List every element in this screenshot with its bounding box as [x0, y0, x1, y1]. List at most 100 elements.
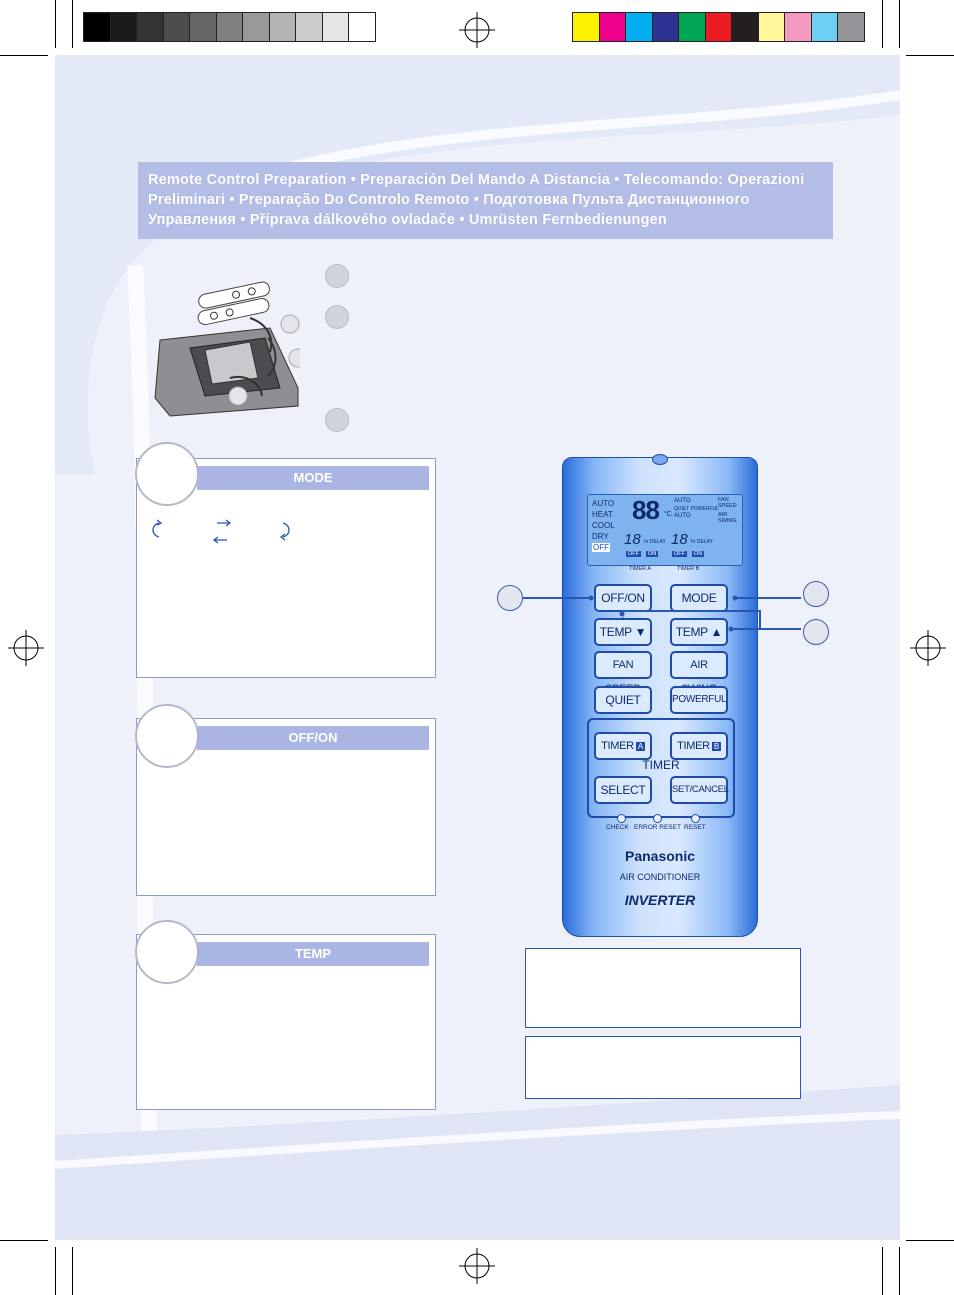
registration-mark-icon [459, 1248, 495, 1284]
section-banner: Remote Control Preparation • Preparación… [138, 162, 833, 239]
callout-off-on [497, 585, 523, 611]
fan-speed-button[interactable]: FAN SPEED [594, 651, 652, 695]
lcd-display: AUTO HEAT COOL DRY OFF 88 °C AUTO QUIET … [587, 494, 743, 566]
gray-swatch [296, 13, 323, 41]
gray-swatch [163, 13, 190, 41]
quiet-button[interactable]: QUIET [594, 686, 652, 714]
crop-mark [55, 0, 56, 48]
check-label: CHECK [606, 824, 629, 831]
mode-panel: MODE [135, 442, 436, 678]
gray-swatch [110, 13, 137, 41]
lcd-auto-bottom: AUTO [674, 513, 691, 519]
gray-swatch [322, 13, 349, 41]
lcd-off-b: OFF [672, 551, 687, 557]
crop-mark [906, 55, 954, 56]
callout-temp [803, 619, 829, 645]
timer-a-label: TIMER [601, 740, 634, 752]
off-on-label: OFF/ON [601, 591, 645, 605]
off-on-panel: OFF/ON [135, 704, 436, 896]
mode-cycle-arrows-icon [152, 519, 290, 544]
color-swatch [838, 13, 864, 41]
gray-swatch [269, 13, 296, 41]
note-box-2 [525, 1036, 801, 1099]
lcd-on-a: ON [646, 551, 659, 557]
inverter-logo: INVERTER [624, 892, 696, 908]
check-hole[interactable] [617, 814, 626, 823]
registration-mark-icon [910, 630, 946, 666]
gray-swatch [190, 13, 217, 41]
lcd-unit: °C [664, 511, 672, 518]
air-swing-button[interactable]: AIR SWING [670, 651, 728, 695]
color-calibration-bar [572, 12, 865, 42]
timer-a-badge: A [635, 742, 645, 751]
step-2-marker [325, 305, 349, 329]
color-swatch [758, 13, 785, 41]
crop-mark [55, 1247, 56, 1295]
crop-mark [899, 0, 900, 48]
crop-mark [906, 1240, 954, 1241]
registration-mark-icon [8, 630, 44, 666]
lcd-quiet-powerful: QUIET POWERFUL [674, 506, 719, 512]
reset-label: RESET [684, 824, 706, 831]
callout-mode [803, 581, 829, 607]
timer-b-badge: B [711, 742, 721, 751]
remote-subtitle: AIR CONDITIONER [619, 872, 701, 882]
step-3-marker [325, 408, 349, 432]
gray-swatch [216, 13, 243, 41]
lcd-delay-a: hr DELAY [644, 539, 666, 545]
crop-mark [0, 1240, 48, 1241]
battery-insertion-illustration [154, 281, 300, 417]
lcd-on-b: ON [692, 551, 705, 557]
color-swatch [626, 13, 653, 41]
panel-number-circle [135, 704, 199, 768]
set-cancel-button[interactable]: SET/CANCEL [670, 776, 729, 804]
note-box-1 [525, 948, 801, 1028]
lcd-air-swing: AIR SWING [718, 512, 737, 524]
error-reset-label: ERROR RESET [634, 824, 681, 831]
lcd-temperature-digits: 88 [632, 495, 660, 525]
color-swatch [652, 13, 679, 41]
brand-logo: Panasonic [624, 848, 696, 864]
select-button[interactable]: SELECT [594, 776, 652, 804]
lcd-timer-a-digits: 18 [624, 531, 641, 548]
signal-transmitter [652, 454, 668, 465]
lcd-timer-b-digits: 18 [671, 531, 688, 548]
gray-swatch [84, 13, 111, 41]
color-swatch [705, 13, 732, 41]
gray-calibration-bar [83, 12, 376, 42]
error-reset-hole[interactable] [653, 814, 662, 823]
step-1-marker [325, 264, 349, 288]
lcd-auto-top: AUTO [674, 498, 691, 504]
gray-swatch [349, 13, 375, 41]
color-swatch [599, 13, 626, 41]
crop-mark [72, 1247, 73, 1295]
crop-mark [899, 1247, 900, 1295]
panel-number-circle [135, 442, 199, 506]
lcd-delay-b: hr DELAY [691, 539, 713, 545]
temp-up-button[interactable]: TEMP ▲ [670, 618, 728, 646]
color-swatch [679, 13, 706, 41]
color-swatch [573, 13, 600, 41]
callout-lines [521, 595, 801, 632]
color-swatch [785, 13, 812, 41]
temp-panel: TEMP [135, 920, 436, 1110]
crop-mark [882, 1247, 883, 1295]
timer-b-label: TIMER [677, 740, 710, 752]
lcd-timer-b-label: TIMER B [677, 566, 700, 572]
gray-swatch [137, 13, 164, 41]
off-on-panel-title: OFF/ON [197, 726, 429, 750]
lcd-mode-dry: DRY [592, 532, 609, 541]
reset-hole[interactable] [691, 814, 700, 823]
crop-mark [72, 0, 73, 48]
powerful-button[interactable]: POWERFUL [670, 686, 728, 714]
mode-panel-title: MODE [197, 466, 429, 490]
temp-panel-title: TEMP [197, 942, 429, 966]
crop-mark [0, 55, 48, 56]
color-swatch [732, 13, 759, 41]
banner-title: Remote Control Preparation • Preparación… [148, 172, 805, 228]
temp-down-button[interactable]: TEMP ▼ [594, 618, 652, 646]
lcd-off-a: OFF [626, 551, 641, 557]
registration-mark-icon [459, 12, 495, 48]
